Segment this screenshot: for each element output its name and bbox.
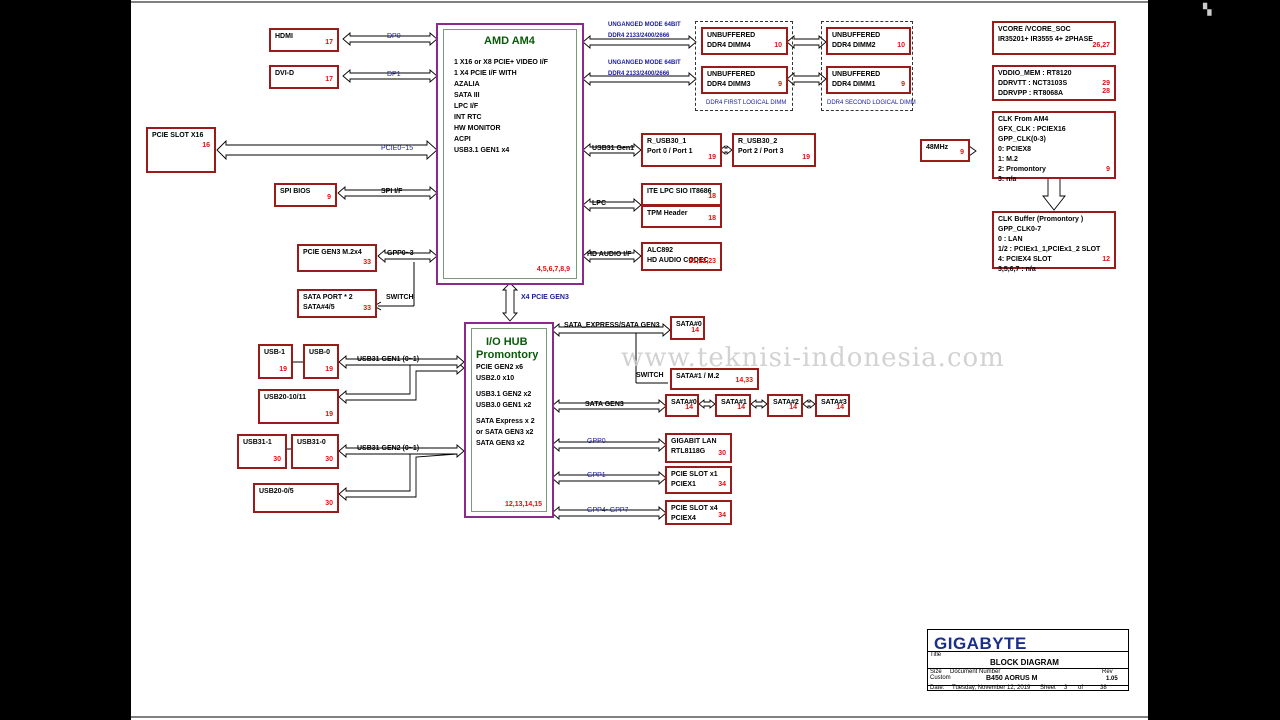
unganged2-label: UNGANGED MODE 64BIT <box>608 60 681 66</box>
gpp1-label: GPP1 <box>587 472 606 479</box>
switch2-label: SWITCH <box>636 372 664 379</box>
dimm-second-group <box>821 21 913 111</box>
ddr2-label: DDR4 2133/2400/2666 <box>608 71 670 77</box>
iohub-subtitle: Promontory <box>476 349 539 361</box>
dimm-second-label: DDR4 SECOND LOGICAL DIMM <box>827 100 916 106</box>
usb31gen2-label: USB31 GEN2 (0~1) <box>357 445 420 452</box>
cpu-block: AMD AM4 1 X16 or X8 PCIE+ VIDEO I/F 1 X4… <box>436 23 584 285</box>
gpp0-label: GPP0 <box>587 438 606 445</box>
switch1-label: SWITCH <box>386 294 414 301</box>
sata-gen3-label: SATA GEN3 <box>585 401 624 408</box>
window-icon[interactable]: ▚ <box>1203 4 1212 16</box>
spi-label: SPI I/F <box>381 188 403 195</box>
rev-number: 1.05 <box>1106 676 1118 682</box>
iohub-pages: 12,13,14,15 <box>505 501 542 508</box>
sheet-number: 3 <box>1064 685 1068 691</box>
sataexpress-label: SATA_EXPRESS/SATA GEN3 <box>564 322 660 329</box>
lpc-label: LPC <box>592 200 606 207</box>
gigabyte-logo: GIGABYTE <box>934 634 1027 653</box>
usb31gen1-label: USB31 Gen1 <box>592 145 635 152</box>
usb31gen1b-label: USB31 GEN1 (0~1) <box>357 356 420 363</box>
cpu-features: 1 X16 or X8 PCIE+ VIDEO I/F 1 X4 PCIE I/… <box>454 59 548 154</box>
gpp03-label: GPP0~3 <box>387 250 414 257</box>
iohub-title: I/O HUB <box>486 336 528 348</box>
cpu-title: AMD AM4 <box>484 35 535 47</box>
sheet-total: 38 <box>1100 685 1107 691</box>
diagram-title: BLOCK DIAGRAM <box>990 658 1059 667</box>
pcie015-label: PCIE0~15 <box>381 145 414 152</box>
iohub-features: PCIE GEN2 x6 USB2.0 x10 USB3.1 GEN2 x2 U… <box>476 364 535 447</box>
dp0-label: DP0 <box>387 33 401 40</box>
title-block: GIGABYTE Title BLOCK DIAGRAM Size Custom… <box>927 629 1129 691</box>
doc-number: B450 AORUS M <box>986 675 1038 682</box>
schematic-sheet: www.teknisi-indonesia.com AMD AM4 1 X16 … <box>131 0 1148 720</box>
unganged1-label: UNGANGED MODE 64BIT <box>608 22 681 28</box>
gpp47-label: GPP4~GPP7 <box>587 507 629 514</box>
dp1-label: DP1 <box>387 71 401 78</box>
hdaudio-label: HD AUDIO I/F <box>587 251 632 258</box>
sheet-date: Tuesday, November 12, 2019 <box>952 685 1031 691</box>
cpu-pages: 4,5,6,7,8,9 <box>536 266 570 273</box>
dimm-first-label: DDR4 FIRST LOGICAL DIMM <box>706 100 787 106</box>
dimm-first-group <box>695 21 793 111</box>
ddr1-label: DDR4 2133/2400/2666 <box>608 33 670 39</box>
x4pcie-label: X4 PCIE GEN3 <box>521 294 569 301</box>
iohub-block: I/O HUB Promontory PCIE GEN2 x6 USB2.0 x… <box>464 322 554 518</box>
